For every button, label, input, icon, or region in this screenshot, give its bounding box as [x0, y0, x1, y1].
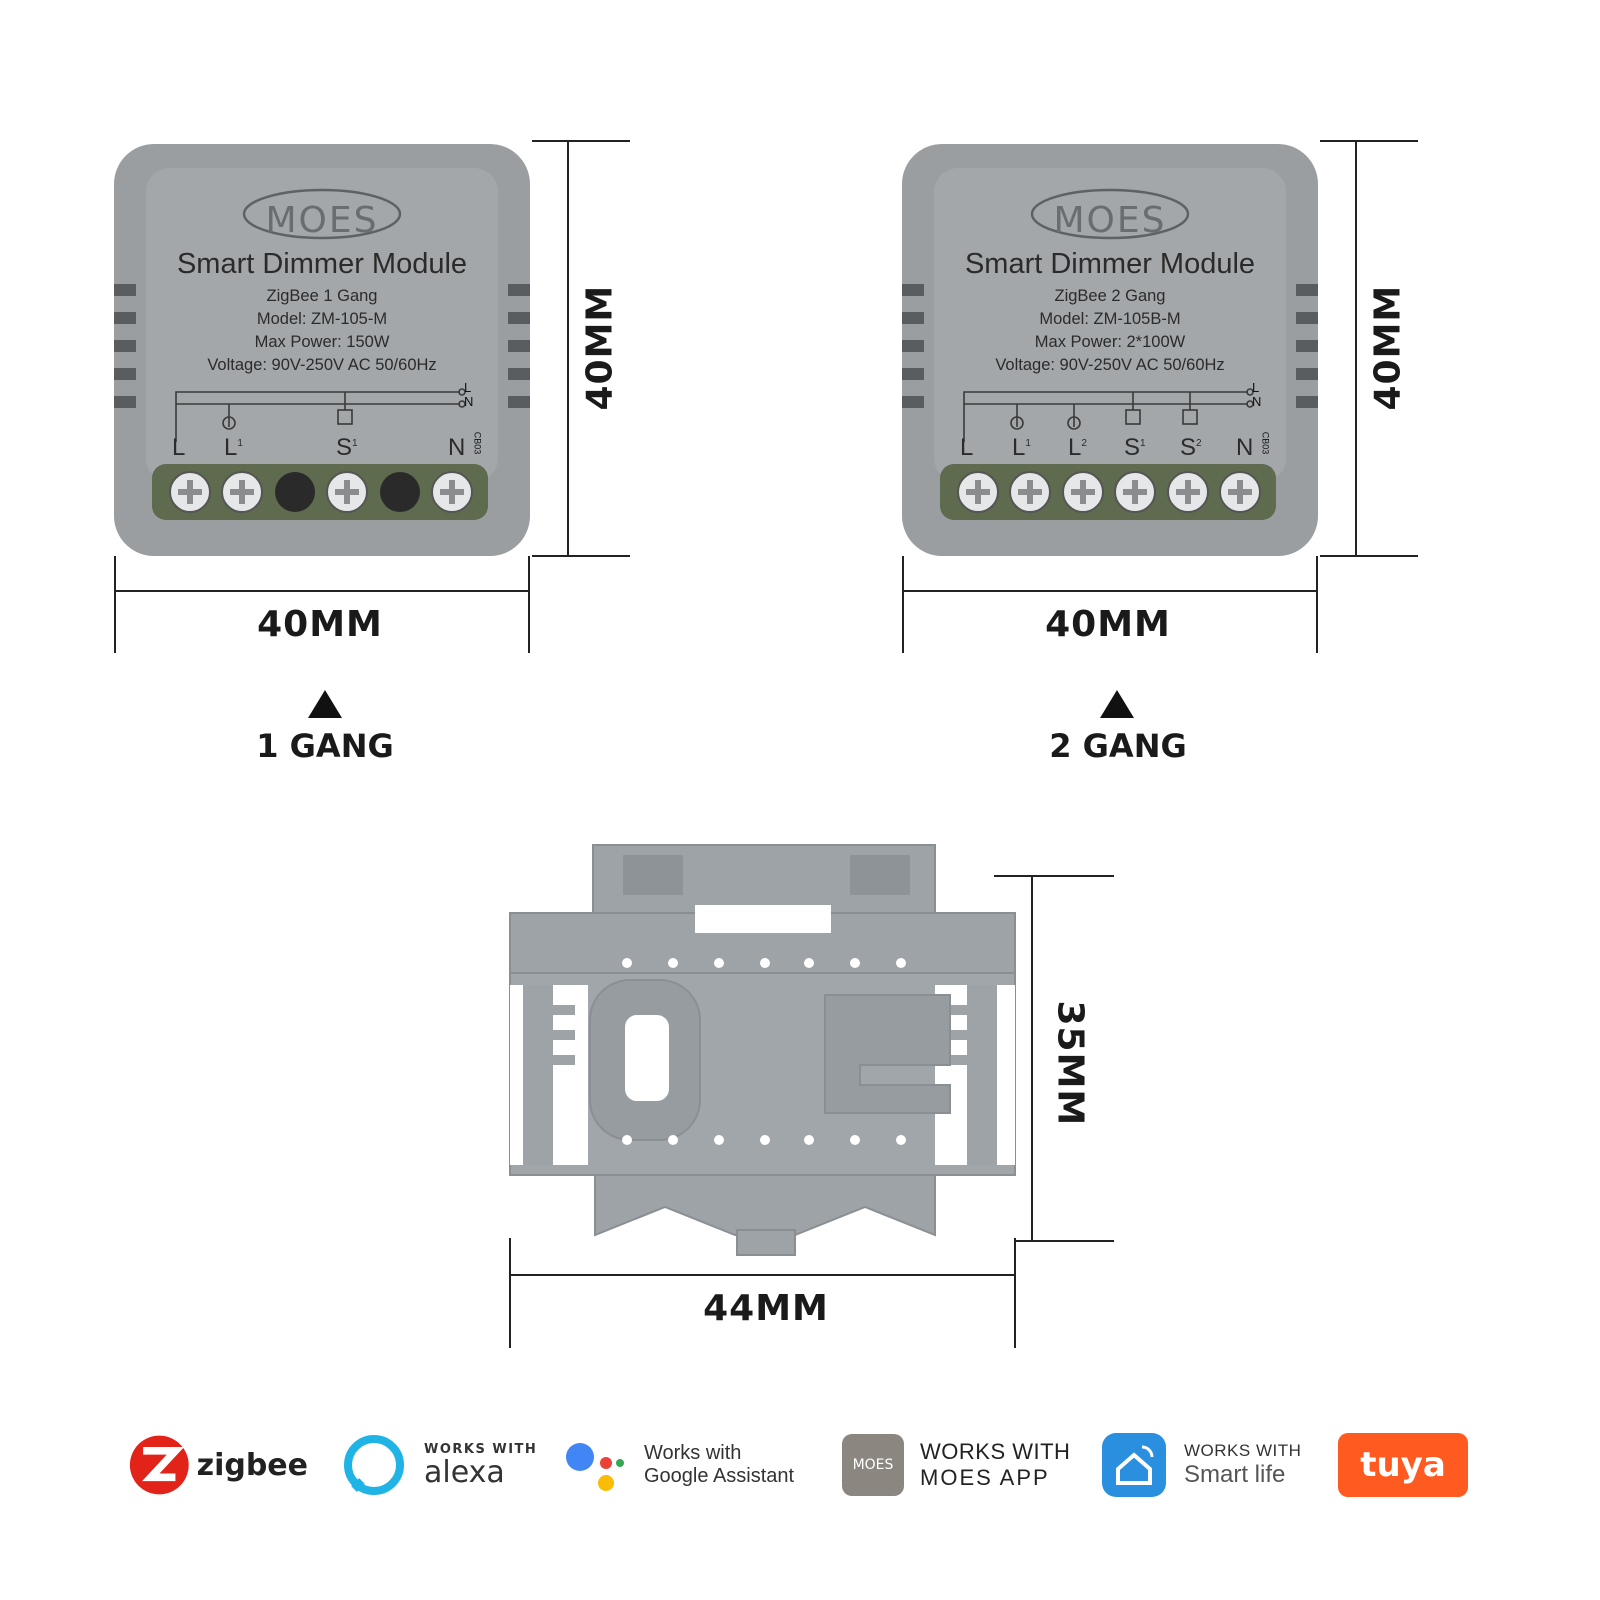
mounting-bracket: [509, 844, 1016, 1256]
module-1-body: [114, 144, 530, 556]
module-2-brand-logo: MOES: [1053, 200, 1167, 241]
bracket-width-label: 44MM: [703, 1288, 829, 1329]
zigbee-logo: zigbee: [128, 1410, 308, 1520]
module-1-terminal-label: L1: [224, 434, 243, 461]
module-1-terminal-label: L: [172, 434, 186, 461]
module-1-voltage-spec: Voltage: 90V-250V AC 50/60Hz: [207, 356, 437, 374]
triangle-2-icon: [1100, 690, 1134, 718]
smart-life-logo: WORKS WITH Smart life: [1102, 1410, 1312, 1520]
module-2-height-label: 40MM: [1367, 284, 1409, 411]
module-2-width-label: 40MM: [1045, 604, 1171, 645]
module-2-wire-l: L: [1252, 380, 1260, 395]
module-1-title: Smart Dimmer Module: [176, 248, 468, 280]
alexa-icon: [344, 1435, 404, 1495]
gang-1-caption: 1 GANG: [256, 727, 394, 765]
module-2-code: CB03: [1260, 431, 1271, 455]
zigbee-icon: [129, 1435, 189, 1495]
alexa-works-with: WORKS WITH: [424, 1441, 538, 1457]
module-1-brand-logo: MOES: [265, 200, 379, 241]
google-works-with: Works with: [644, 1442, 742, 1464]
module-1-power-spec: Max Power: 150W: [254, 333, 390, 351]
smart-life-icon: [1102, 1433, 1166, 1497]
module-1-model-spec: Model: ZM-105-M: [256, 310, 388, 328]
module-1-gang-spec: ZigBee 1 Gang: [266, 287, 378, 305]
google-assistant-text: Google Assistant: [644, 1465, 795, 1487]
module-2-terminal-label: S2: [1180, 434, 1202, 461]
module-2-gang-spec: ZigBee 2 Gang: [1054, 287, 1166, 305]
zigbee-text: zigbee: [196, 1447, 308, 1483]
module-2-terminal-label: N: [1236, 434, 1254, 461]
module-1-product: MOES Smart Dimmer Module ZigBee 1 Gang M…: [112, 142, 532, 558]
terminal-screws-1: [169, 471, 473, 513]
module-2-terminal-label: L: [960, 434, 974, 461]
module-1-terminal-label: S1: [336, 434, 358, 461]
module-1-height-label: 40MM: [579, 284, 621, 411]
bracket-height-label: 35MM: [1049, 1000, 1091, 1127]
module-2-voltage-spec: Voltage: 90V-250V AC 50/60Hz: [995, 356, 1225, 374]
tuya-logo: tuya: [1338, 1410, 1470, 1520]
module-2-terminal-label: S1: [1124, 434, 1146, 461]
smart-life-works-with: WORKS WITH: [1184, 1441, 1302, 1460]
module-1-wire-n: N: [464, 394, 474, 409]
moes-app-icon: MOES: [842, 1434, 904, 1496]
module-2-model-spec: Model: ZM-105B-M: [1039, 310, 1181, 328]
tuya-text: tuya: [1360, 1445, 1446, 1485]
module-1-wire-l: L: [464, 380, 472, 395]
alexa-logo: WORKS WITH alexa: [342, 1410, 542, 1520]
module-1-width-label: 40MM: [257, 604, 383, 645]
module-2-wire-n: N: [1252, 394, 1262, 409]
module-2-title: Smart Dimmer Module: [964, 248, 1256, 280]
google-assistant-logo: Works with Google Assistant: [562, 1410, 812, 1520]
module-2-terminal-label: L2: [1068, 434, 1087, 461]
compatibility-logos: zigbee WORKS WITH alexa Works with Googl…: [0, 1410, 1600, 1520]
google-assistant-icon: [566, 1443, 624, 1491]
tuya-icon: tuya: [1338, 1433, 1468, 1497]
gang-2-caption: 2 GANG: [1049, 727, 1187, 765]
module-2-power-spec: Max Power: 2*100W: [1034, 333, 1186, 351]
module-2-product: MOES Smart Dimmer Module ZigBee 2 Gang M…: [900, 142, 1320, 558]
moes-app-logo: MOES WORKS WITH MOES APP: [842, 1410, 1082, 1520]
moes-works-with: WORKS WITH: [920, 1439, 1071, 1464]
module-1-terminal-label: N: [448, 434, 466, 461]
triangle-1-icon: [308, 690, 342, 718]
module-2-body: [902, 144, 1318, 556]
module-1-code: CB03: [472, 431, 483, 455]
smart-life-text: Smart life: [1184, 1461, 1286, 1488]
moes-app-text: MOES APP: [920, 1465, 1050, 1490]
module-2-terminal-label: L1: [1012, 434, 1031, 461]
alexa-text: alexa: [424, 1454, 505, 1490]
terminal-screws-2: [957, 471, 1261, 513]
